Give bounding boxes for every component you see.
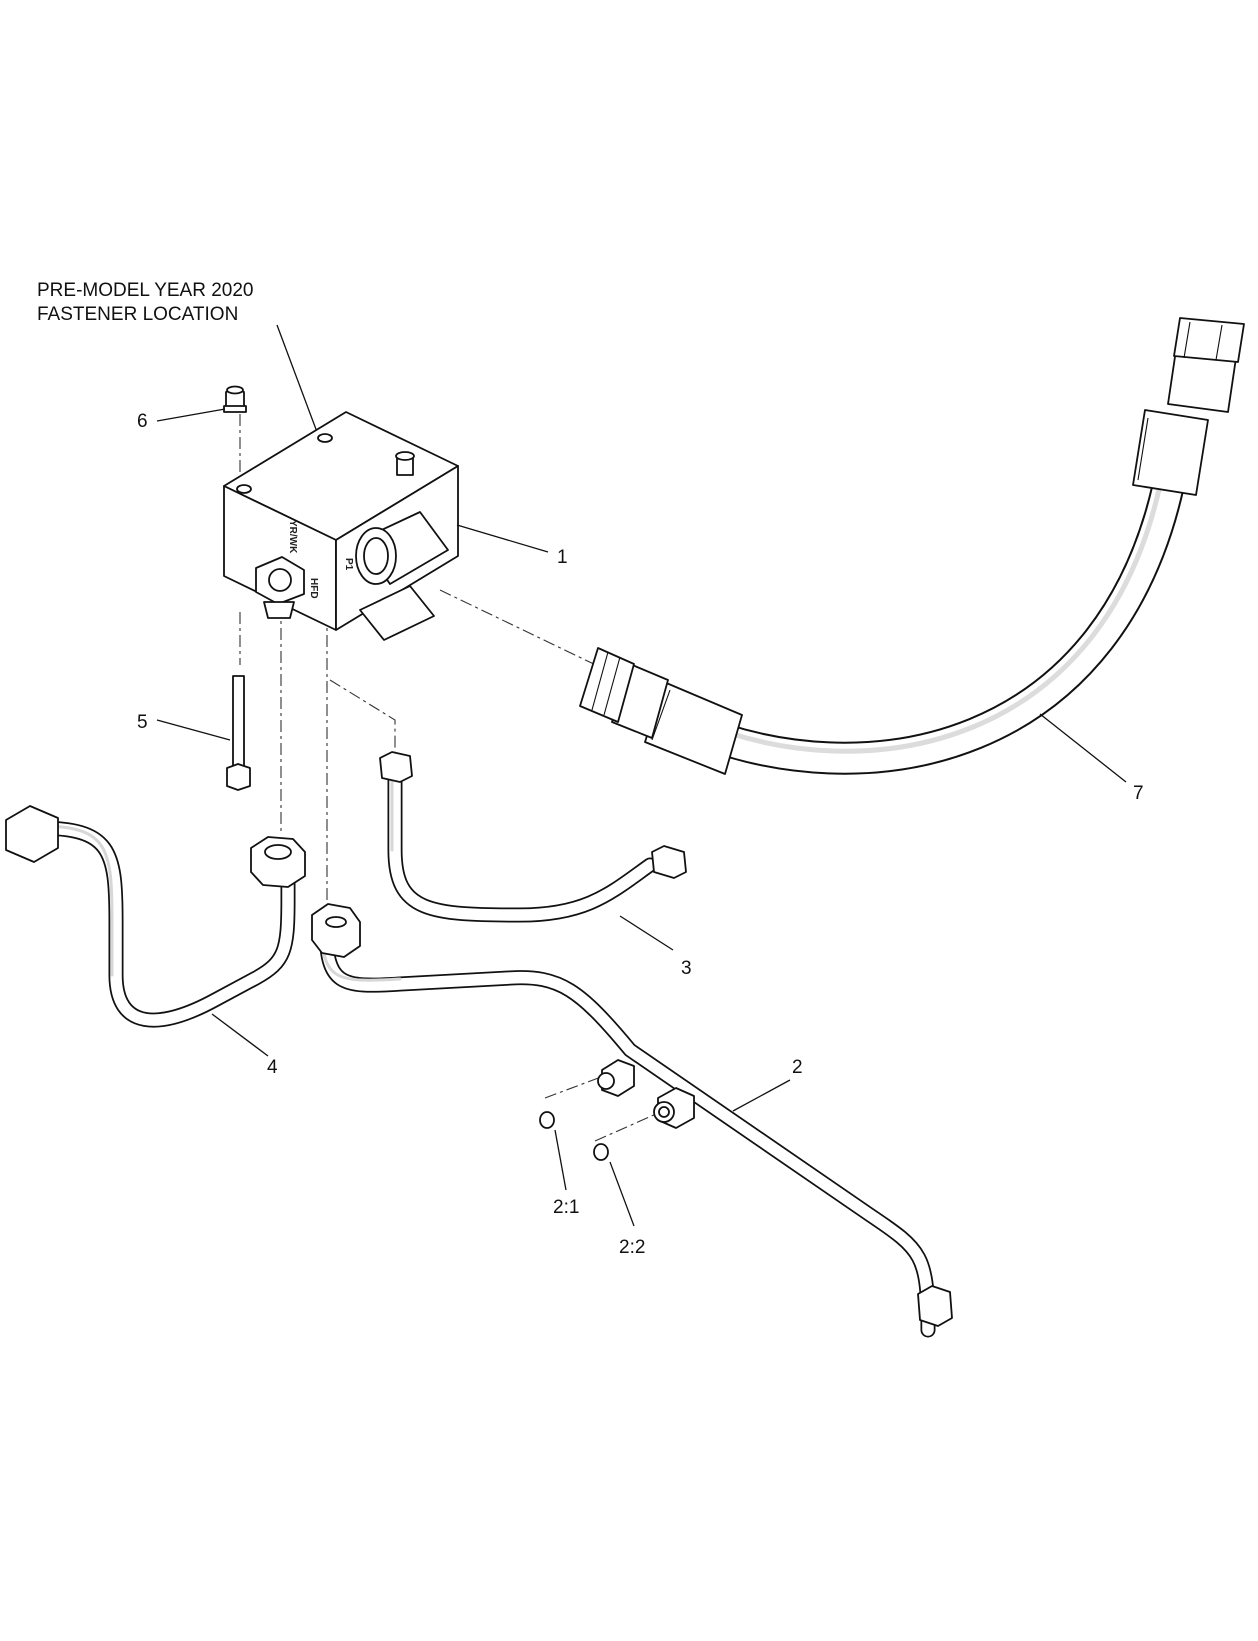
callout-labels: 6 1 5 7 3 4 2 2:1 2:2 (137, 411, 1144, 1258)
assembly-centerlines (239, 414, 657, 1142)
port-marking-b: HFD (308, 578, 319, 599)
callout-4: 4 (267, 1057, 278, 1078)
callout-2-2: 2:2 (619, 1237, 645, 1258)
tube-3 (379, 751, 687, 923)
callout-2: 2 (792, 1057, 803, 1078)
flange-nut (223, 385, 247, 413)
note-line-2: FASTENER LOCATION (37, 304, 238, 325)
callout-5: 5 (137, 712, 148, 733)
callout-1: 1 (557, 547, 568, 568)
valve-block: YR/WK HFD P1 (223, 411, 459, 641)
callout-leaders (156, 408, 1127, 1227)
o-ring-2-2 (593, 1143, 609, 1161)
note-line-1: PRE-MODEL YEAR 2020 (37, 280, 253, 301)
callout-2-1: 2:1 (553, 1197, 579, 1218)
hose-assembly (579, 317, 1245, 775)
note-leader (276, 324, 318, 433)
callout-6: 6 (137, 411, 148, 432)
callout-7: 7 (1133, 783, 1144, 804)
port-marking-a: YR/WK (287, 520, 298, 554)
callout-3: 3 (681, 958, 692, 979)
o-ring-2-1 (539, 1111, 555, 1129)
bolt (226, 675, 251, 791)
tube-4 (5, 805, 306, 1028)
port-marking-c: P1 (343, 558, 354, 571)
tube-2 (311, 903, 953, 1338)
